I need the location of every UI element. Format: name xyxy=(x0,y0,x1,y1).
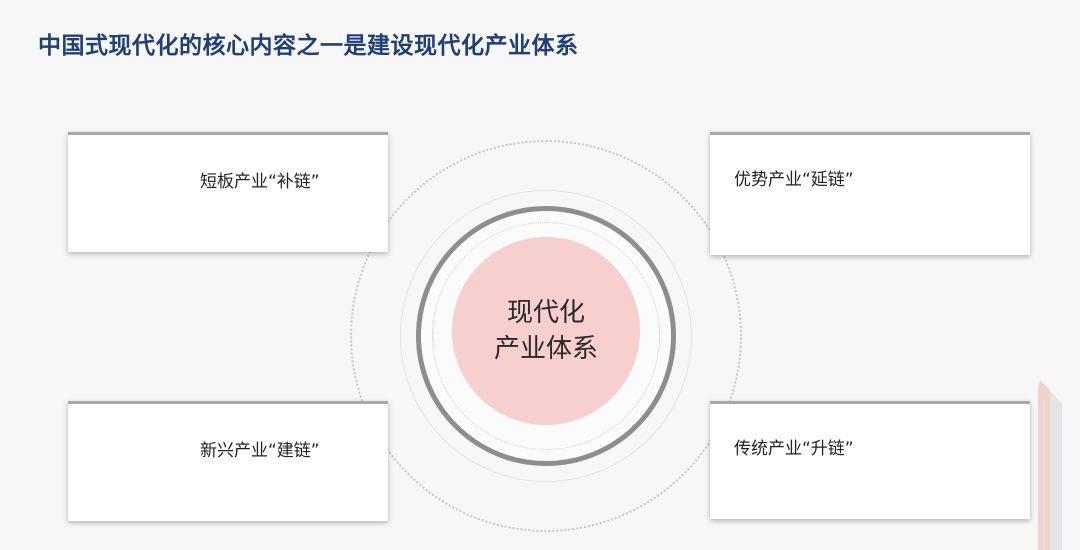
box-label-top-right: 优势产业“延链” xyxy=(734,170,854,190)
inner-dotted-ring xyxy=(432,222,660,450)
center-label-line1: 现代化 xyxy=(506,298,585,328)
outer-dotted-ring xyxy=(350,140,742,532)
box-label-top-left: 短板产业“补链” xyxy=(200,172,320,192)
box-label-bottom-left: 新兴产业“建链” xyxy=(200,441,320,461)
center-circle: 现代化 产业体系 xyxy=(452,237,640,425)
box-emerging-industry: 新兴产业“建链” xyxy=(68,401,388,521)
box-label-bottom-right: 传统产业“升链” xyxy=(734,439,854,459)
box-traditional-industry: 传统产业“升链” xyxy=(710,401,1030,519)
slide-title: 中国式现代化的核心内容之一是建设现代化产业体系 xyxy=(38,33,579,59)
building-decoration xyxy=(1038,380,1062,550)
box-advantage-industry: 优势产业“延链” xyxy=(710,132,1030,255)
middle-thin-ring xyxy=(400,190,692,482)
center-label-line2: 产业体系 xyxy=(493,334,598,364)
box-shortboard-industry: 短板产业“补链” xyxy=(68,132,388,252)
